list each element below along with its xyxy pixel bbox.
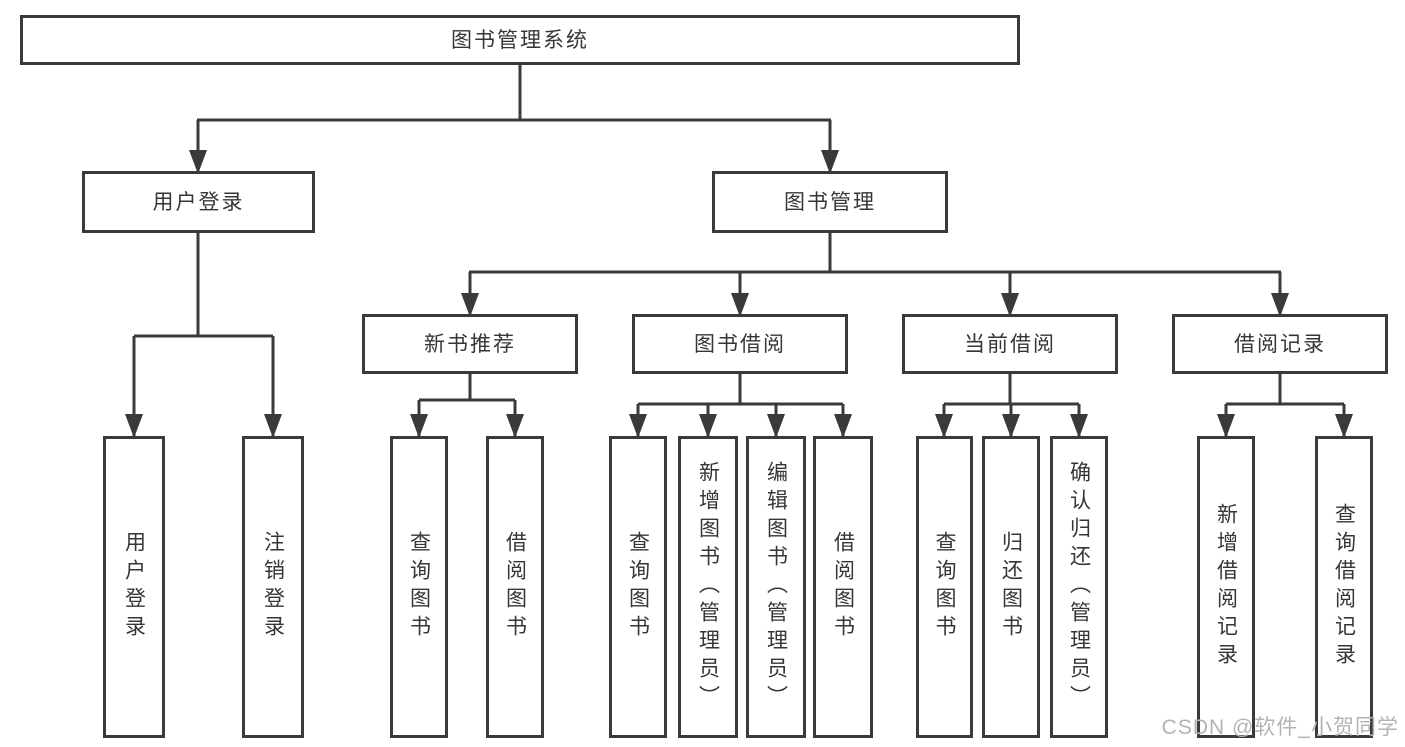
leaf-borrow-add-books-admin: 新增图书（管理员） [678,436,738,738]
leaf-current-confirm-return-admin: 确认归还（管理员） [1050,436,1108,738]
leaf-borrow-borrow-books: 借阅图书 [813,436,873,738]
leaf-records-add-borrow-record: 新增借阅记录 [1197,436,1255,738]
leaf-records-query-borrow-record: 查询借阅记录 [1315,436,1373,738]
leaf-newbook-borrow-books: 借阅图书 [486,436,544,738]
node-current-borrowing: 当前借阅 [902,314,1118,374]
node-user-login: 用户登录 [82,171,315,233]
leaf-borrow-edit-books-admin: 编辑图书（管理员） [746,436,806,738]
csdn-watermark: CSDN @软件_小贺同学 [1161,716,1399,739]
leaf-user-login: 用户登录 [103,436,165,738]
leaf-newbook-query-books: 查询图书 [390,436,448,738]
node-new-book-recommend: 新书推荐 [362,314,578,374]
leaf-logout: 注销登录 [242,436,304,738]
leaf-current-query-books: 查询图书 [916,436,973,738]
leaf-borrow-query-books: 查询图书 [609,436,667,738]
node-root-library-system: 图书管理系统 [20,15,1020,65]
node-book-borrowing: 图书借阅 [632,314,848,374]
node-book-management: 图书管理 [712,171,948,233]
node-borrowing-records: 借阅记录 [1172,314,1388,374]
leaf-current-return-books: 归还图书 [982,436,1040,738]
